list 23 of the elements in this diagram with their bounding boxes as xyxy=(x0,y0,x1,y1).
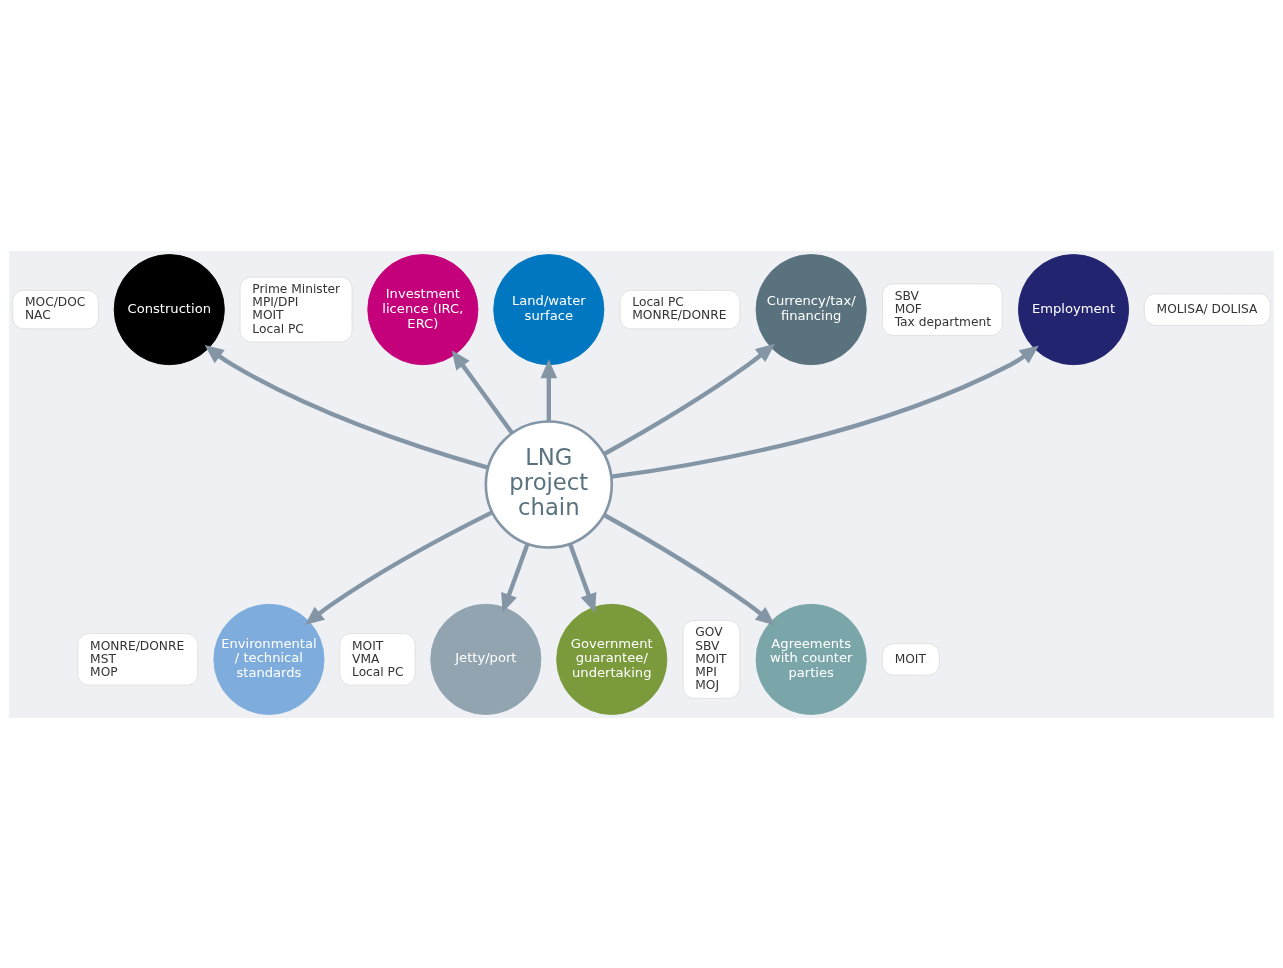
arrow xyxy=(603,512,775,625)
arrow xyxy=(568,542,597,613)
node-box: SBV MOF Tax department xyxy=(882,282,1003,336)
node-box: GOV SBV MOIT MPI MOJ xyxy=(682,619,741,699)
arrow xyxy=(540,358,558,421)
node-circle: Government guarantee/ undertaking xyxy=(556,603,668,715)
arrow xyxy=(603,343,775,456)
node-box: MOIT xyxy=(882,642,940,676)
arrow xyxy=(611,344,1039,479)
node-box: MOLISA/ DOLISA xyxy=(1143,292,1271,326)
arrow xyxy=(305,509,494,625)
node-box: MOIT VMA Local PC xyxy=(339,632,416,686)
node-box: Local PC MONRE/DONRE xyxy=(619,289,741,329)
arrow xyxy=(501,542,530,613)
node-box: MONRE/DONRE MST MOP xyxy=(77,632,199,686)
node-circle: Jetty/port xyxy=(430,603,542,715)
node-circle: LNG project chain xyxy=(484,419,614,549)
arrow xyxy=(204,344,489,470)
node-box: Prime Minister MPI/DPI MOIT Local PC xyxy=(239,276,353,342)
arrow xyxy=(451,349,514,434)
node-box: MOC/DOC NAC xyxy=(12,289,99,329)
node-circle: Land/water surface xyxy=(493,253,605,365)
node-circle: Investment licence (IRC, ERC) xyxy=(367,253,479,365)
